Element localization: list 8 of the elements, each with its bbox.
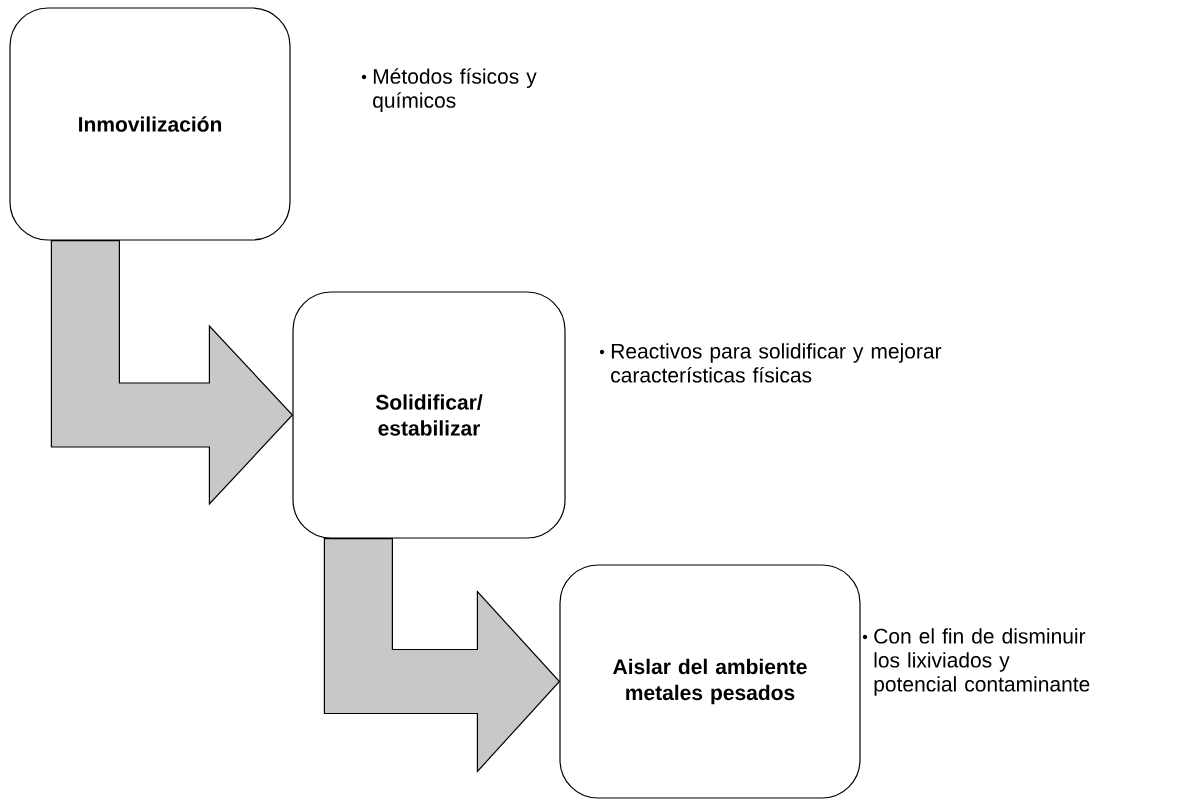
- note-text: Reactivos para solidificar y mejorar características físicas: [611, 343, 942, 383]
- process-box: Inmovilización: [9, 7, 291, 241]
- note-text: Métodos físicos y químicos: [373, 68, 537, 112]
- block-arrow: [50, 240, 294, 506]
- process-box: Solidificar/ estabilizar: [292, 291, 566, 539]
- note-text: Con el fin de disminuir los lixiviados y potencial contaminante: [874, 628, 1090, 696]
- block-arrow: [323, 538, 561, 774]
- process-box: Aislar del ambiente metales pesados: [559, 564, 861, 799]
